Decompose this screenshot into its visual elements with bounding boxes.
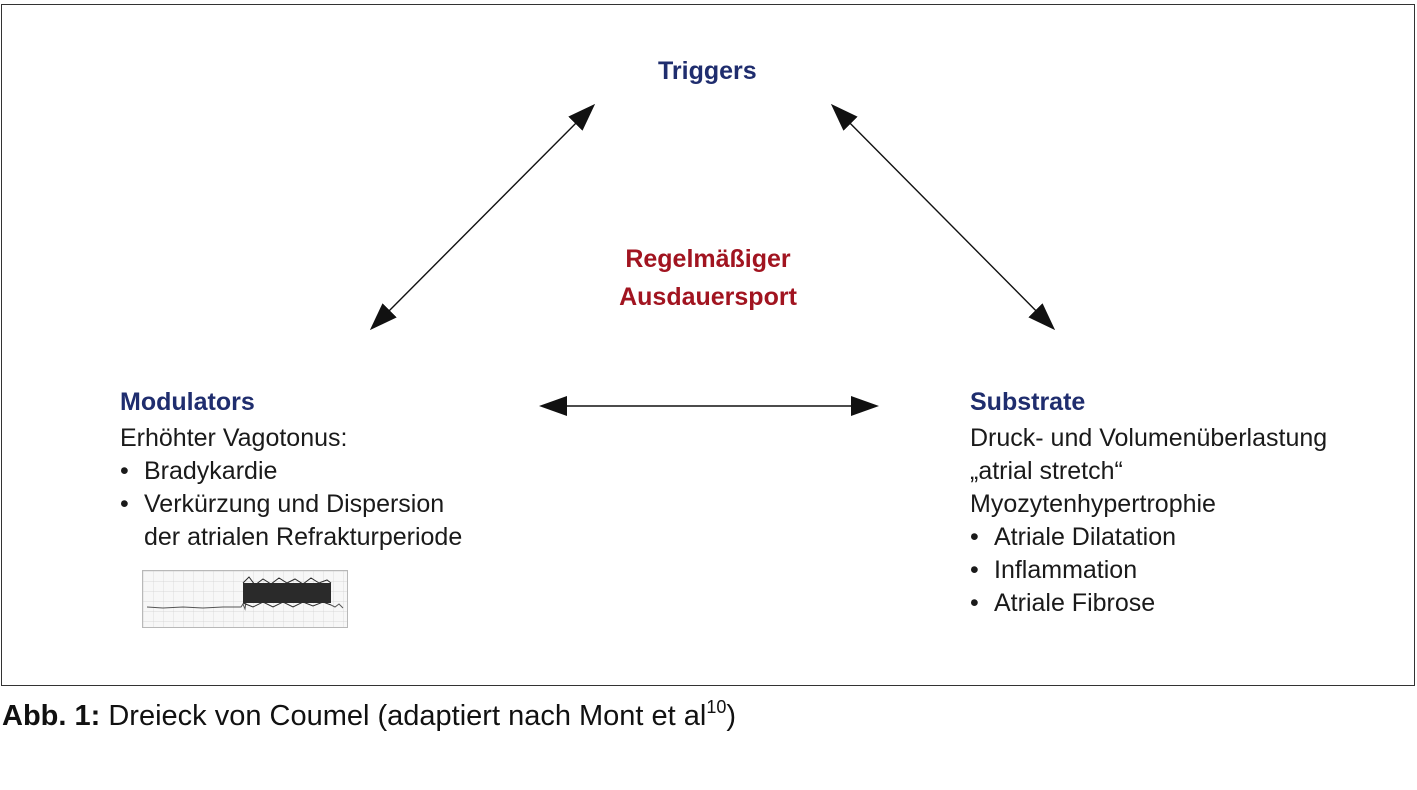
figure-frame [1,4,1415,686]
substrate-bullet: Atriale Fibrose [970,587,1327,620]
ecg-strip-image [142,570,348,628]
ecg-trace-graphic [143,571,347,627]
center-line-1: Regelmäßiger [625,245,791,273]
substrate-bullet: Atriale Dilatation [970,521,1327,554]
caption-label: Abb. 1: [2,700,101,732]
modulators-intro: Erhöhter Vagotonus: [120,424,348,452]
center-label: Regelmäßiger Ausdauersport [560,240,856,316]
caption-close: ) [726,700,737,732]
center-line-2: Ausdauersport [619,283,797,311]
arrow-triggers-substrate [830,103,1056,331]
modulators-bullet-continuation: der atrialen Refrakturperiode [144,523,463,551]
modulators-text: Erhöhter Vagotonus: Bradykardie Verkürzu… [120,422,462,554]
caption-text: Dreieck von Coumel (adaptiert nach Mont … [100,700,707,732]
substrate-bullet: Inflammation [970,554,1327,587]
modulators-bullet: Verkürzung und Dispersion [120,488,462,521]
triggers-title: Triggers [658,57,757,85]
substrate-line: Myozytenhypertrophie [970,490,1216,518]
figure-caption: Abb. 1: Dreieck von Coumel (adaptiert na… [2,697,737,733]
substrate-line: „atrial stretch“ [970,457,1123,485]
substrate-line: Druck- und Volumenüberlastung [970,424,1328,452]
arrow-modulators-triggers [369,103,596,331]
modulators-title: Modulators [120,388,255,416]
modulators-bullet: Bradykardie [120,455,462,488]
substrate-title: Substrate [970,388,1086,416]
caption-reference: 10 [706,697,727,717]
substrate-text: Druck- und Volumenüberlastung „atrial st… [970,422,1327,620]
